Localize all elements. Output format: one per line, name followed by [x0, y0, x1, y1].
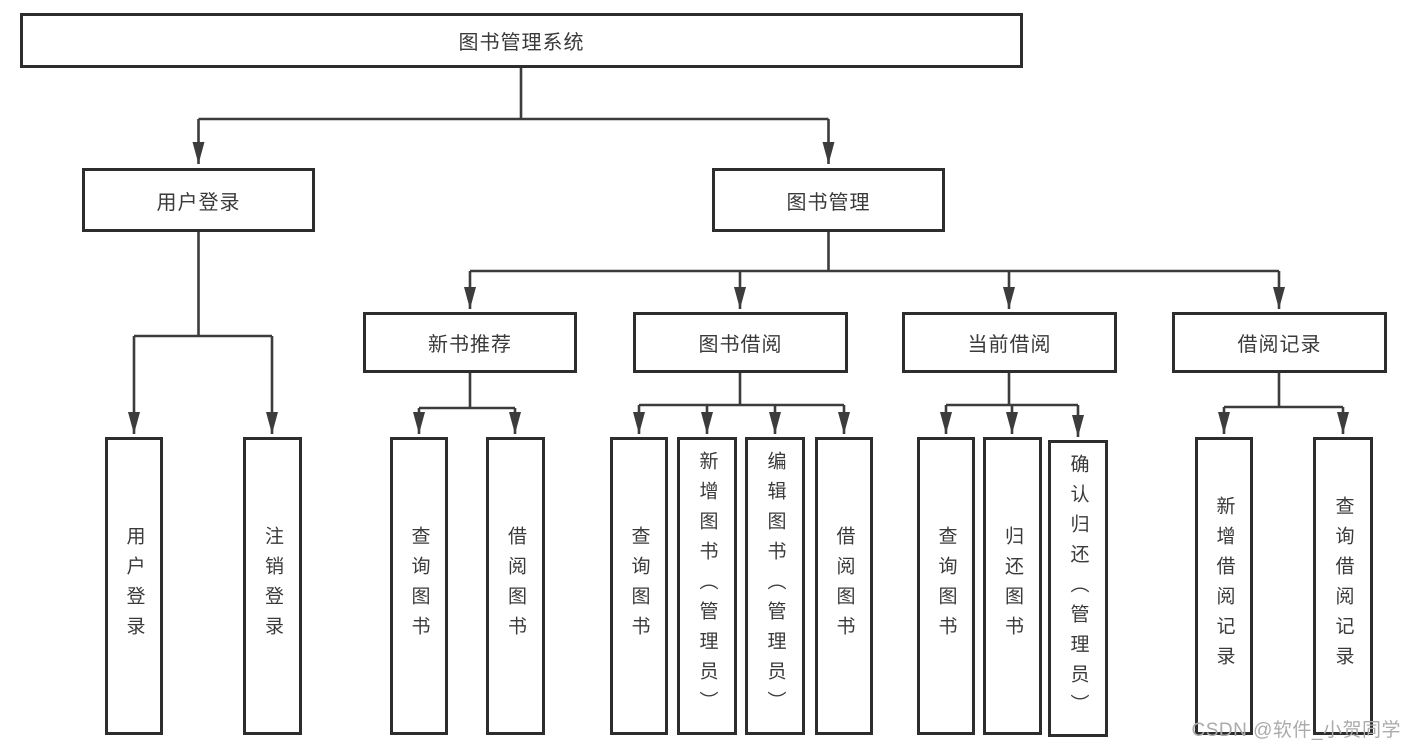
node-new-book-recommend: 新书推荐 — [363, 312, 577, 373]
leaf-user-login-label: 用户登录 — [123, 526, 145, 646]
leaf-borrow-books: 借阅图书 — [815, 437, 873, 735]
leaf-query-books-recommend-label: 查询图书 — [408, 526, 430, 646]
leaf-add-book-admin: 新增图书（管理员） — [677, 437, 737, 735]
node-book-borrow-label: 图书借阅 — [698, 334, 783, 356]
leaf-query-books-borrow: 查询图书 — [610, 437, 668, 735]
node-root-system: 图书管理系统 — [20, 13, 1023, 68]
node-current-borrow: 当前借阅 — [902, 312, 1117, 373]
leaf-query-books-borrow-label: 查询图书 — [628, 526, 650, 646]
leaf-borrow-books-label: 借阅图书 — [833, 526, 855, 646]
node-current-borrow-label: 当前借阅 — [967, 334, 1052, 356]
node-root-system-label: 图书管理系统 — [458, 32, 585, 54]
node-borrow-records-label: 借阅记录 — [1237, 334, 1322, 356]
node-user-login-branch: 用户登录 — [82, 168, 315, 232]
leaf-query-borrow-record: 查询借阅记录 — [1313, 437, 1373, 735]
leaf-return-book: 归还图书 — [983, 437, 1042, 735]
leaf-query-borrow-record-label: 查询借阅记录 — [1332, 496, 1354, 676]
leaf-return-book-label: 归还图书 — [1002, 526, 1023, 646]
leaf-add-borrow-record: 新增借阅记录 — [1195, 437, 1253, 735]
leaf-logout-label: 注销登录 — [262, 526, 283, 646]
leaf-query-books-current: 查询图书 — [917, 437, 975, 735]
leaf-confirm-return-admin-label: 确认归还（管理员） — [1067, 453, 1089, 724]
leaf-user-login: 用户登录 — [105, 437, 163, 735]
leaf-confirm-return-admin: 确认归还（管理员） — [1048, 440, 1108, 737]
leaf-logout: 注销登录 — [243, 437, 302, 735]
leaf-edit-book-admin-label: 编辑图书（管理员） — [764, 451, 786, 721]
leaf-add-book-admin-label: 新增图书（管理员） — [696, 451, 718, 721]
node-book-borrow: 图书借阅 — [633, 312, 848, 373]
leaf-borrow-books-recommend-label: 借阅图书 — [505, 526, 526, 646]
node-book-mgmt-branch-label: 图书管理 — [786, 191, 871, 214]
leaf-borrow-books-recommend: 借阅图书 — [486, 437, 545, 735]
leaf-add-borrow-record-label: 新增借阅记录 — [1213, 496, 1235, 676]
leaf-query-books-current-label: 查询图书 — [935, 526, 957, 646]
leaf-query-books-recommend: 查询图书 — [390, 437, 448, 735]
node-new-book-recommend-label: 新书推荐 — [428, 334, 512, 356]
node-book-mgmt-branch: 图书管理 — [712, 168, 945, 232]
node-borrow-records: 借阅记录 — [1172, 312, 1387, 373]
leaf-edit-book-admin: 编辑图书（管理员） — [745, 437, 805, 735]
node-user-login-branch-label: 用户登录 — [156, 191, 241, 214]
